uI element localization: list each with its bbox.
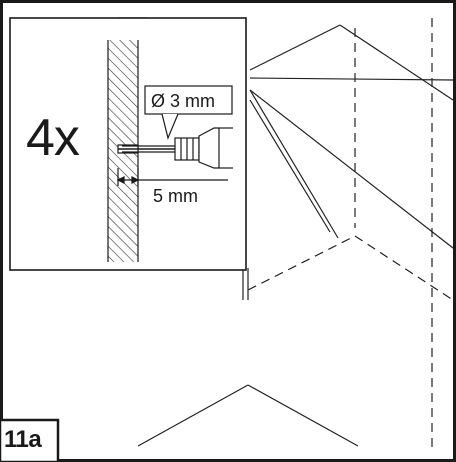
lower-panel-left [137,384,249,447]
diameter-label-box [144,85,233,115]
cabinet-rear-edge [339,24,454,101]
cabinet-outline [118,17,454,447]
depth-dimension [116,168,228,186]
diameter-pointer [161,113,179,140]
hidden-edge-floor-left [247,235,356,291]
cabinet-shelf-line [249,77,454,81]
quantity-label: 4x [26,109,80,167]
leader-line-lower [249,99,331,233]
hidden-edge-floor-right [354,235,454,301]
drill-diameter-label: Ø 3 mm [151,91,216,111]
hidden-edges [247,18,454,450]
cabinet-diagonal-line [249,89,454,249]
drill-icon [118,127,233,169]
step-label-box [0,418,60,462]
drill-depth-label: 5 mm [153,186,198,206]
leader-line-upper [249,89,339,239]
cabinet-top-edge [249,24,341,71]
step-number-label: 11a [4,426,42,453]
lower-panel-right [247,384,359,447]
